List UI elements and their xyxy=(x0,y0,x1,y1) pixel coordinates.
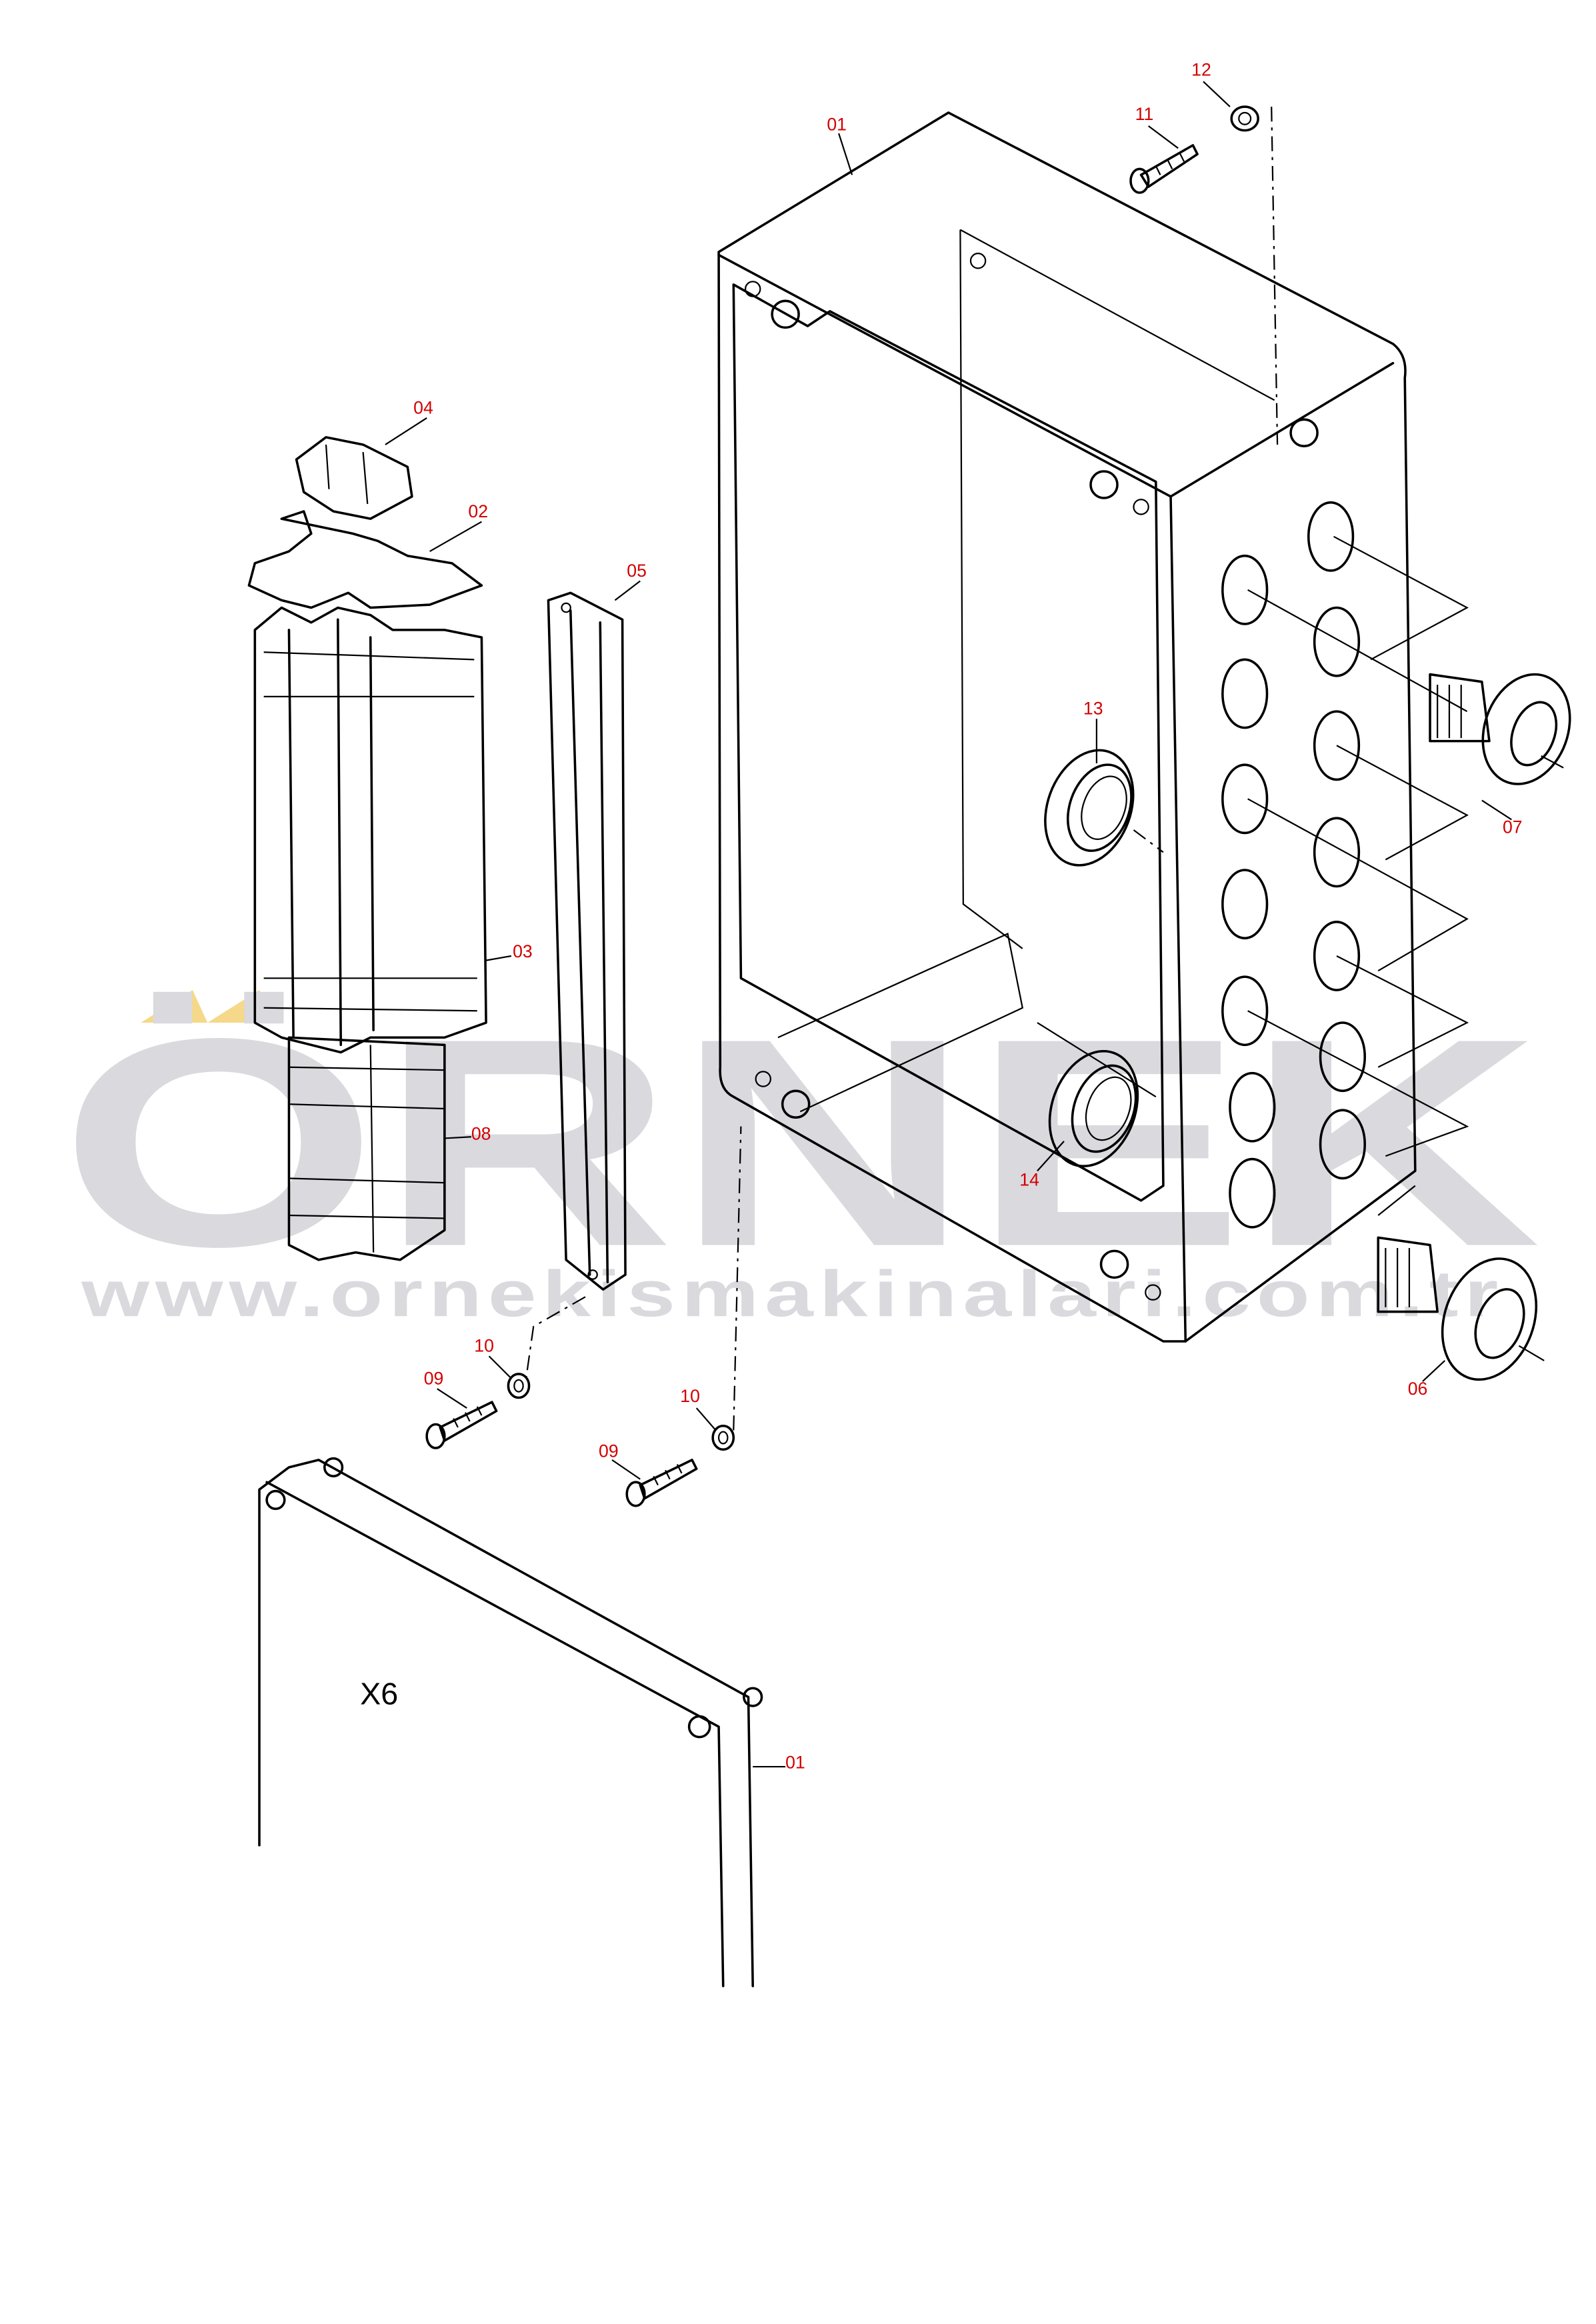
label-washer-10-mid: 10 xyxy=(680,1386,700,1406)
cable-gland-07 xyxy=(1429,673,1571,785)
label-washer-10-left: 10 xyxy=(474,1336,494,1356)
label-marker-04: 04 xyxy=(413,397,433,417)
cable-gland-holes xyxy=(1221,501,1367,1229)
lock-nut-14 xyxy=(1048,1049,1139,1167)
watermark-url: www.ornekismakinalari.com.tr xyxy=(81,1257,1504,1330)
label-nut-13: 13 xyxy=(1083,699,1103,719)
washer-10-mid xyxy=(711,1126,742,1451)
terminal-block-08 xyxy=(287,1036,446,1261)
label-end-plate-02: 02 xyxy=(468,501,488,521)
watermark: ÖRNEK www.ornekismakinalari.com.tr xyxy=(59,977,1541,1330)
marker-04 xyxy=(295,436,413,520)
label-screw-09-mid: 09 xyxy=(599,1441,619,1461)
label-nut-14: 14 xyxy=(1019,1170,1039,1190)
label-gland-06: 06 xyxy=(1408,1379,1428,1399)
label-housing: 01 xyxy=(827,115,847,135)
screw-11 xyxy=(1129,144,1199,194)
washer-12 xyxy=(1230,105,1279,445)
cable-gland-06 xyxy=(1377,1185,1545,1381)
housing xyxy=(717,111,1469,1343)
terminal-block-03 xyxy=(253,606,487,1054)
label-screw-09-left: 09 xyxy=(424,1368,444,1388)
leader-lines xyxy=(385,81,1512,1768)
label-cover-01: 01 xyxy=(785,1752,805,1772)
cover-plate: X6 xyxy=(258,1457,763,1987)
label-rail-05: 05 xyxy=(627,561,647,581)
end-plate-02 xyxy=(247,510,483,609)
label-screw-11: 11 xyxy=(1135,104,1154,124)
watermark-accent xyxy=(207,990,275,1023)
part-labels: 01 12 11 04 02 05 13 03 07 08 14 06 10 0… xyxy=(413,59,1522,1772)
watermark-accent xyxy=(141,990,208,1023)
lock-nut-13 xyxy=(1044,749,1164,867)
washer-10-left xyxy=(507,1373,531,1399)
label-terminal-03: 03 xyxy=(513,941,533,961)
screw-09-left xyxy=(425,1401,498,1449)
label-washer-12: 12 xyxy=(1191,59,1211,79)
rail-05 xyxy=(525,591,627,1379)
cover-marking: X6 xyxy=(360,1677,398,1711)
label-gland-07: 07 xyxy=(1503,817,1523,837)
label-terminal-08: 08 xyxy=(471,1124,491,1144)
screw-09-mid xyxy=(625,1459,698,1507)
